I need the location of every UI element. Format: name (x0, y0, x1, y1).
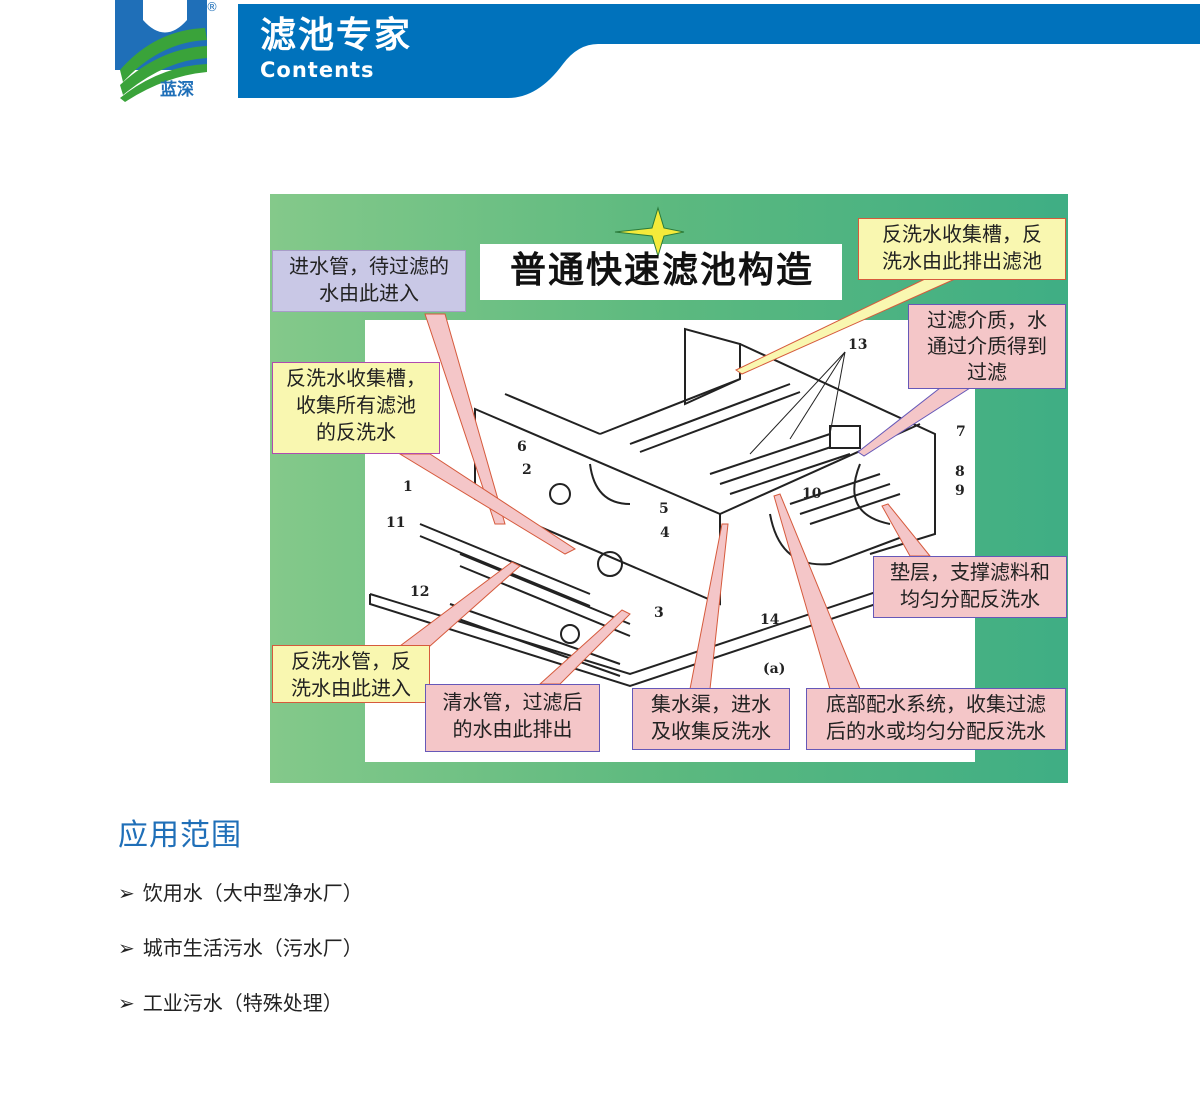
callout-line: 清水管，过滤后 (442, 690, 583, 714)
part-number: 11 (386, 515, 406, 531)
figure-label: (a) (763, 661, 786, 677)
part-number: 6 (517, 439, 527, 455)
part-number: 14 (760, 612, 780, 628)
part-number: 4 (660, 525, 670, 541)
callout-collection-channel: 集水渠，进水 及收集反洗水 (632, 688, 790, 750)
part-number: 8 (955, 464, 965, 480)
brand-subtitle: Contents (260, 58, 375, 82)
callout-support-layer: 垫层，支撑滤料和 均匀分配反洗水 (873, 556, 1067, 618)
callout-line: 后的水或均匀分配反洗水 (826, 719, 1046, 743)
bullet-arrow-icon: ➢ (118, 881, 135, 905)
part-number: 1 (403, 479, 413, 495)
part-number: 10 (802, 486, 822, 502)
part-number: 9 (955, 483, 965, 499)
part-number: 3 (654, 605, 664, 621)
callout-line: 进水管，待过滤的 (289, 254, 449, 278)
bullet-arrow-icon: ➢ (118, 936, 135, 960)
callout-backwash-trough-outlet: 反洗水收集槽，反 洗水由此排出滤池 (858, 218, 1066, 280)
diagram-title: 普通快速滤池构造 (510, 250, 815, 291)
callout-filter-media: 过滤介质，水 通过介质得到 过滤 (908, 304, 1066, 389)
callout-inlet-pipe: 进水管，待过滤的 水由此进入 (272, 250, 466, 312)
callout-line: 反洗水收集槽， (286, 366, 426, 390)
application-item: ➢ 城市生活污水（污水厂） (118, 935, 363, 961)
callout-line: 水由此进入 (319, 281, 419, 305)
callout-line: 反洗水收集槽，反 (882, 222, 1042, 246)
callout-line: 通过介质得到 (927, 334, 1047, 358)
callout-line: 均匀分配反洗水 (900, 587, 1040, 611)
part-number: 5 (659, 501, 669, 517)
application-item-text: 工业污水（特殊处理） (142, 991, 343, 1015)
application-item: ➢ 工业污水（特殊处理） (118, 990, 343, 1016)
callout-line: 洗水由此排出滤池 (882, 249, 1042, 273)
part-number: 2 (522, 462, 532, 478)
application-item-text: 饮用水（大中型净水厂） (142, 881, 363, 905)
callout-line: 底部配水系统，收集过滤 (826, 692, 1046, 716)
logo-text: 蓝深 (160, 80, 194, 100)
callout-line: 洗水由此进入 (291, 676, 411, 700)
application-item-text: 城市生活污水（污水厂） (142, 936, 363, 960)
part-number: 7 (956, 424, 966, 440)
callout-line: 的水由此排出 (452, 717, 573, 741)
part-number: 13 (848, 337, 868, 353)
callout-line: 的反洗水 (316, 420, 396, 444)
callout-line: 及收集反洗水 (651, 719, 771, 743)
part-number: 12 (410, 584, 430, 600)
callout-line: 反洗水管，反 (291, 649, 411, 673)
callout-line: 垫层，支撑滤料和 (890, 560, 1050, 584)
callout-line: 集水渠，进水 (651, 692, 771, 716)
header-banner (238, 4, 1200, 98)
callout-line: 过滤介质，水 (927, 308, 1047, 332)
callout-backwash-collection-trough: 反洗水收集槽， 收集所有滤池 的反洗水 (272, 362, 440, 454)
callout-backwash-pipe: 反洗水管，反 洗水由此进入 (272, 645, 430, 703)
application-item: ➢ 饮用水（大中型净水厂） (118, 880, 363, 906)
callout-clear-water-pipe: 清水管，过滤后 的水由此排出 (425, 684, 600, 752)
application-section-title: 应用范围 (118, 818, 242, 853)
registered-mark: ® (206, 0, 218, 14)
bullet-arrow-icon: ➢ (118, 991, 135, 1015)
company-logo (115, 0, 207, 102)
callout-line: 过滤 (967, 360, 1007, 384)
brand-title: 滤池专家 (260, 15, 413, 56)
callout-underdrain-system: 底部配水系统，收集过滤 后的水或均匀分配反洗水 (806, 688, 1066, 750)
callout-line: 收集所有滤池 (296, 393, 416, 417)
